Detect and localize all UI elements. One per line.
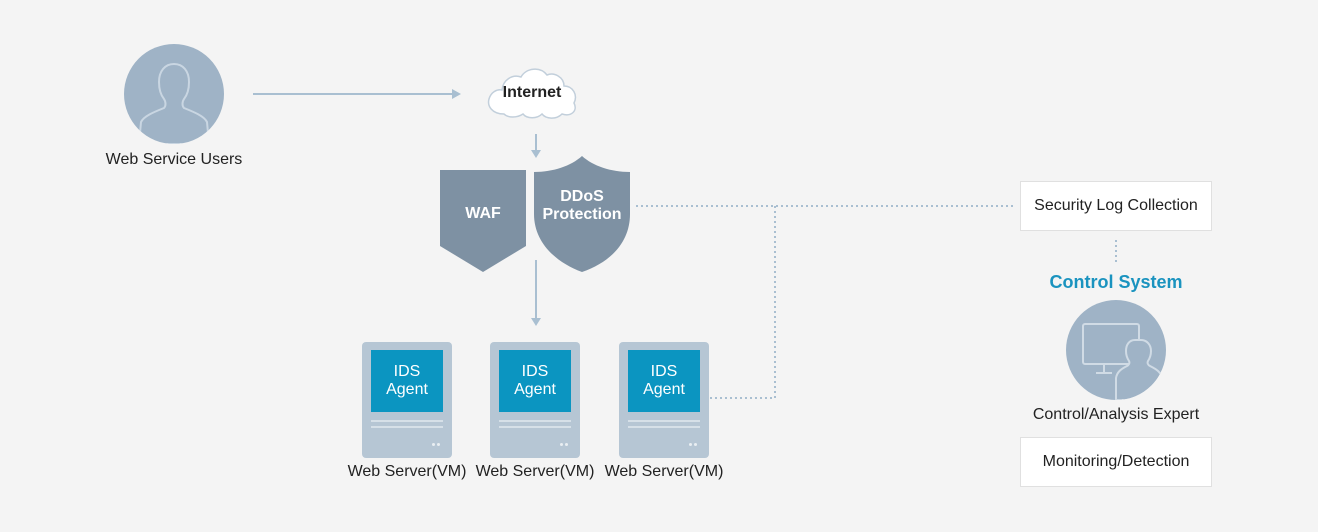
expert-label: Control/Analysis Expert	[1032, 406, 1200, 423]
ids-agent-panel: IDS Agent	[499, 350, 571, 412]
ddos-label-line1: DDoS	[560, 188, 604, 205]
server-vent	[628, 426, 700, 428]
web-server-2-label: Web Server(VM)	[475, 463, 595, 480]
security-log-collection-box: Security Log Collection	[1020, 181, 1212, 231]
control-system-title: Control System	[1049, 272, 1183, 292]
waf-shield	[440, 170, 526, 272]
ids-agent-line2: Agent	[643, 381, 685, 398]
server-vent	[499, 420, 571, 422]
server-status-leds	[687, 433, 699, 446]
ddos-label-line2: Protection	[542, 206, 622, 223]
server-vent	[371, 420, 443, 422]
users-icon-circle	[124, 44, 224, 144]
monitor-user-icon	[1082, 323, 1163, 400]
server-status-leds	[430, 433, 442, 446]
ids-agent-line1: IDS	[650, 363, 678, 380]
ids-agent-panel: IDS Agent	[628, 350, 700, 412]
server-status-leds	[558, 433, 570, 446]
ddos-label: DDoS Protection	[533, 188, 631, 224]
expert-icon-circle	[1066, 300, 1166, 400]
ids-agent-line1: IDS	[521, 363, 549, 380]
monitoring-detection-box: Monitoring/Detection	[1020, 437, 1212, 487]
server-vent	[628, 420, 700, 422]
ddos-shield	[534, 156, 630, 272]
arrow-users-to-internet	[253, 89, 461, 99]
server-vent	[371, 426, 443, 428]
web-server-3-label: Web Server(VM)	[604, 463, 724, 480]
ids-agent-line1: IDS	[393, 363, 421, 380]
ids-agent-line2: Agent	[386, 381, 428, 398]
internet-label: Internet	[502, 84, 562, 101]
web-server-2: IDS Agent	[490, 342, 580, 458]
ids-agent-line2: Agent	[514, 381, 556, 398]
web-server-3: IDS Agent	[619, 342, 709, 458]
dotted-ddos-to-log	[636, 205, 1014, 399]
web-server-1-label: Web Server(VM)	[347, 463, 467, 480]
cloud-icon	[487, 68, 577, 119]
ids-agent-panel: IDS Agent	[371, 350, 443, 412]
server-vent	[499, 426, 571, 428]
user-icon	[137, 62, 211, 144]
arrow-internet-to-shields	[531, 134, 541, 158]
users-label: Web Service Users	[105, 151, 243, 168]
waf-label: WAF	[465, 205, 501, 222]
web-server-1: IDS Agent	[362, 342, 452, 458]
arrow-shields-to-servers	[531, 260, 541, 326]
